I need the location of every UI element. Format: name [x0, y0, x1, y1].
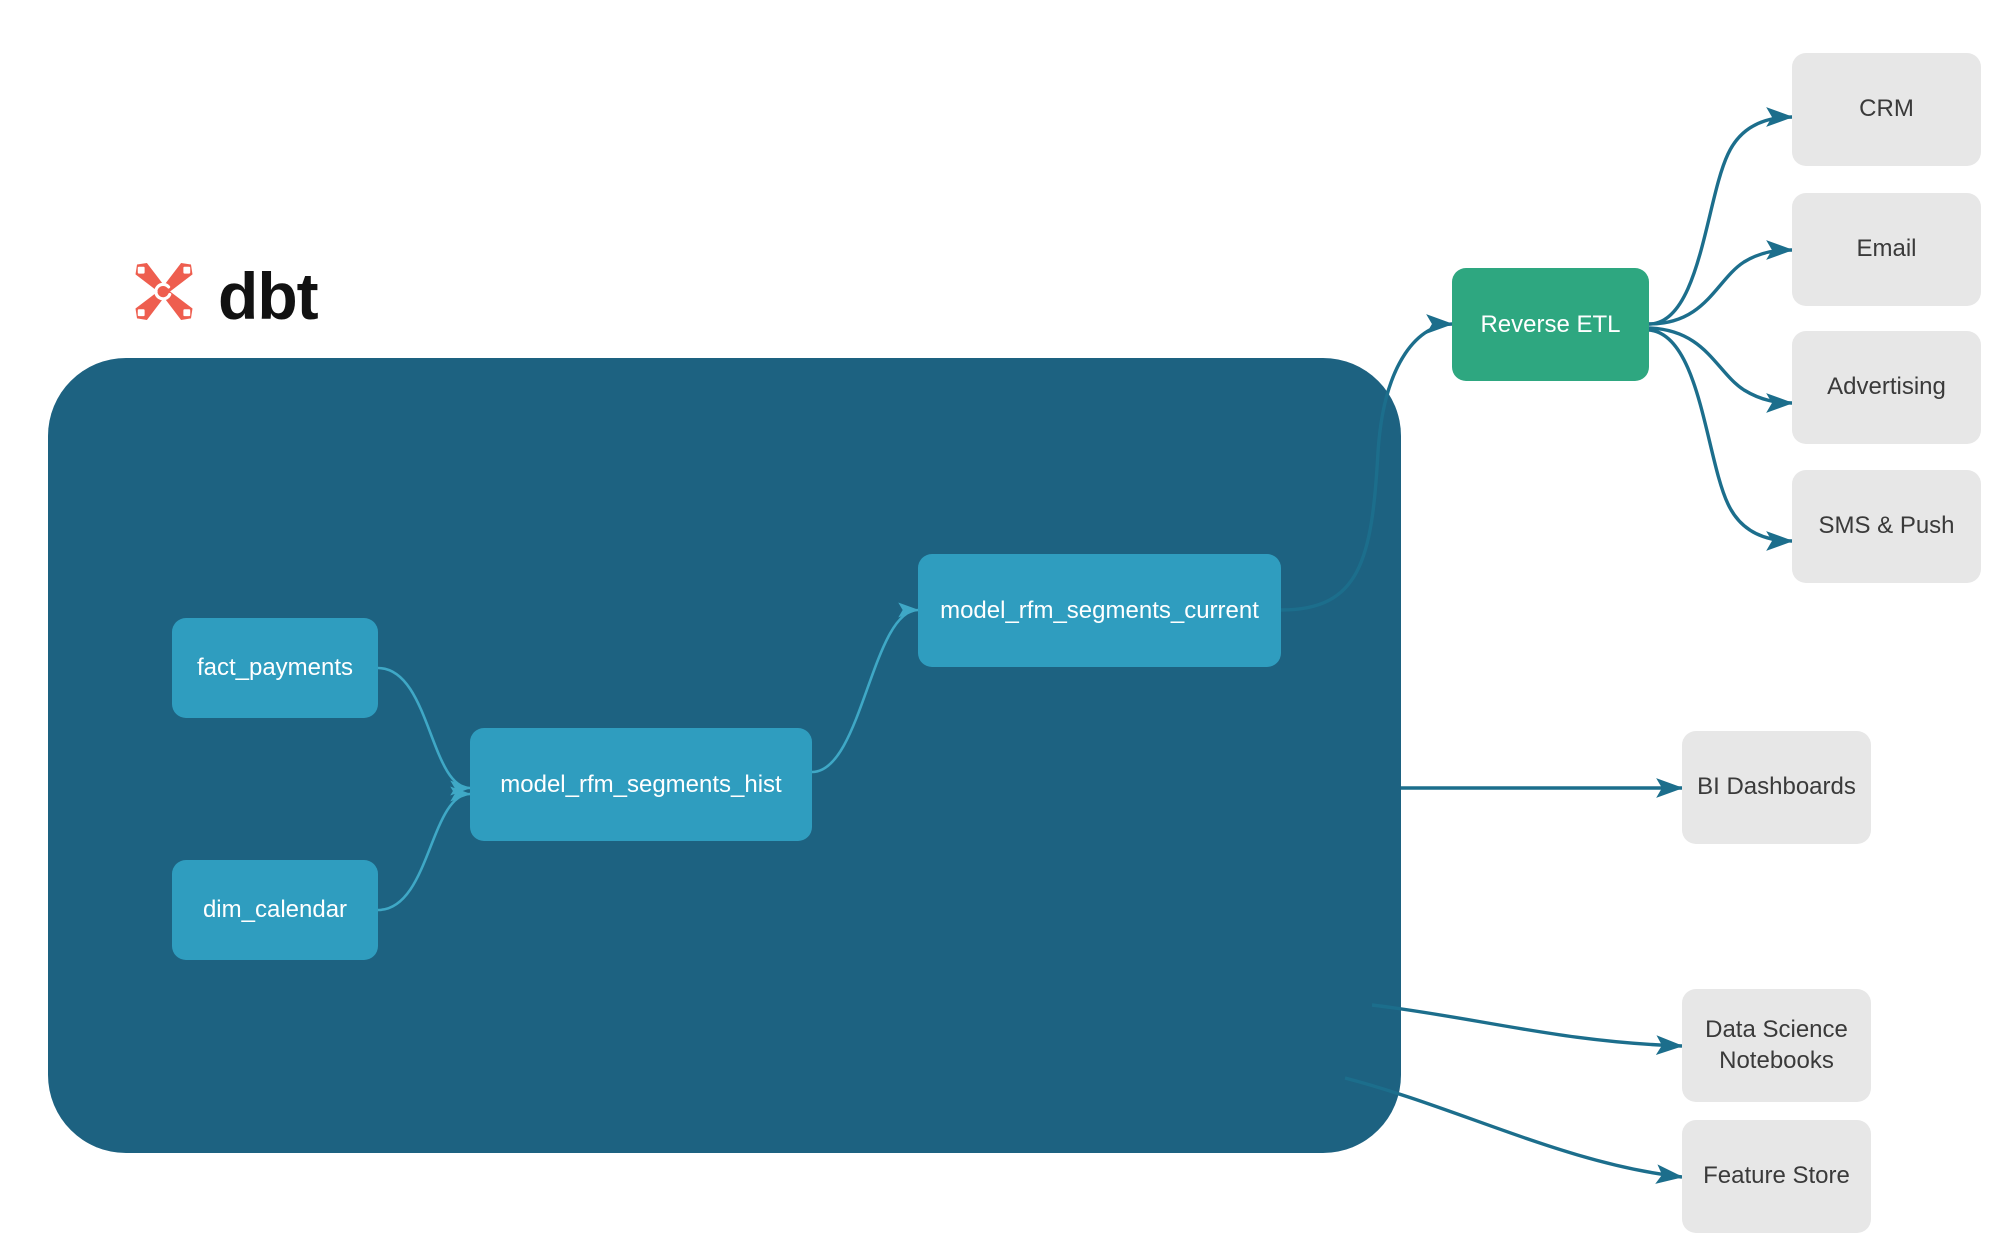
- node-model-rfm-segments-current[interactable]: model_rfm_segments_current: [918, 554, 1281, 667]
- edge-reverse-etl-to-crm: [1648, 107, 1794, 326]
- node-label: Feature Store: [1703, 1162, 1850, 1190]
- node-label: Email: [1856, 235, 1917, 263]
- node-label: Reverse ETL: [1480, 310, 1621, 338]
- node-label-line-2: Notebooks: [1719, 1046, 1834, 1074]
- node-crm[interactable]: CRM: [1792, 53, 1981, 166]
- node-label: fact_payments: [196, 654, 354, 681]
- dbt-brand-lockup: dbt: [126, 258, 319, 334]
- node-reverse-etl[interactable]: Reverse ETL: [1452, 268, 1649, 381]
- node-model-rfm-segments-hist[interactable]: model_rfm_segments_hist: [470, 728, 812, 841]
- edge-reverse-etl-to-advertising: [1648, 326, 1794, 413]
- node-label: CRM: [1859, 95, 1914, 123]
- node-bi-dashboards[interactable]: BI Dashboards: [1682, 731, 1871, 844]
- edge-hist-to-data-science-notebooks: [1371, 1003, 1684, 1056]
- edge-reverse-etl-to-email: [1648, 240, 1794, 326]
- node-feature-store[interactable]: Feature Store: [1682, 1120, 1871, 1233]
- dbt-wordmark: dbt: [218, 259, 319, 333]
- node-label: Advertising: [1827, 373, 1946, 401]
- node-email[interactable]: Email: [1792, 193, 1981, 306]
- node-label: model_rfm_segments_hist: [500, 770, 782, 798]
- node-label: BI Dashboards: [1697, 773, 1856, 801]
- node-label: dim_calendar: [202, 896, 348, 923]
- node-label: model_rfm_segments_current: [940, 596, 1259, 624]
- node-advertising[interactable]: Advertising: [1792, 331, 1981, 444]
- node-data-science-notebooks[interactable]: Data Science Notebooks: [1682, 989, 1871, 1102]
- node-sms-push[interactable]: SMS & Push: [1792, 470, 1981, 583]
- dbt-logo-icon: [135, 262, 193, 320]
- node-fact-payments[interactable]: fact_payments: [172, 618, 378, 718]
- node-dim-calendar[interactable]: dim_calendar: [172, 860, 378, 960]
- node-label-line-1: Data Science: [1705, 1015, 1848, 1043]
- node-label: SMS & Push: [1818, 512, 1955, 540]
- edge-reverse-etl-to-sms-push: [1648, 328, 1794, 551]
